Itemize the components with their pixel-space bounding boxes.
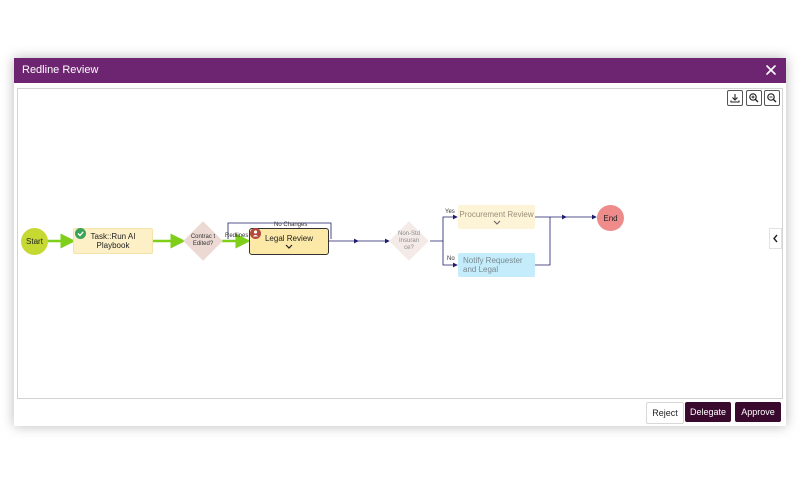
assigned-user-icon xyxy=(250,228,261,239)
contract-edited-label: Contrac t Edited? xyxy=(190,234,216,247)
workflow-canvas[interactable]: No Changes Redlines Yes No Start Task::R… xyxy=(17,88,783,399)
zoom-out-icon[interactable] xyxy=(764,90,780,106)
flow-connectors xyxy=(45,214,597,268)
task-run-playbook-node[interactable]: Task::Run AI Playbook xyxy=(73,228,153,254)
edge-label-no-changes: No Changes xyxy=(274,222,308,228)
zoom-in-icon[interactable] xyxy=(746,90,762,106)
non-std-insurance-label: Non-Std Insuran ce? xyxy=(397,230,420,251)
legal-review-node[interactable]: Legal Review xyxy=(249,228,329,255)
end-label: End xyxy=(603,213,618,223)
edge-no xyxy=(442,241,458,268)
dialog-title: Redline Review xyxy=(22,64,99,76)
start-node[interactable]: Start xyxy=(21,228,48,255)
download-icon[interactable] xyxy=(727,90,743,106)
delegate-button[interactable]: Delegate xyxy=(685,402,731,422)
task-run-playbook-label: Task::Run AI Playbook xyxy=(90,232,136,250)
edge-label-redlines: Redlines xyxy=(225,233,249,239)
chevron-down-icon[interactable] xyxy=(285,244,293,249)
procurement-review-node[interactable]: Procurement Review xyxy=(458,205,535,229)
notify-requester-node[interactable]: Notify Requester and Legal xyxy=(458,253,535,277)
reject-button[interactable]: Reject xyxy=(646,402,684,424)
edge-notify-to-end xyxy=(535,217,551,266)
redline-review-dialog: Redline Review xyxy=(14,58,786,426)
close-icon[interactable] xyxy=(762,61,780,79)
approve-button[interactable]: Approve xyxy=(735,402,781,422)
chevron-left-icon xyxy=(773,234,778,243)
edge-label-yes: Yes xyxy=(445,209,455,215)
edge-yes xyxy=(430,214,458,242)
notify-requester-label: Notify Requester and Legal xyxy=(463,256,523,274)
edge-label-no: No xyxy=(447,256,455,262)
procurement-review-label: Procurement Review xyxy=(459,209,534,219)
dialog-titlebar: Redline Review xyxy=(14,58,786,83)
edge-no-changes xyxy=(227,222,332,239)
end-node[interactable]: End xyxy=(597,205,624,231)
dialog-footer: Reject Delegate Approve xyxy=(14,400,786,426)
chevron-down-icon[interactable] xyxy=(493,220,501,225)
completed-check-icon xyxy=(75,228,86,239)
start-label: Start xyxy=(26,237,43,246)
legal-review-label: Legal Review xyxy=(264,234,314,243)
collapse-panel-button[interactable] xyxy=(769,228,782,249)
